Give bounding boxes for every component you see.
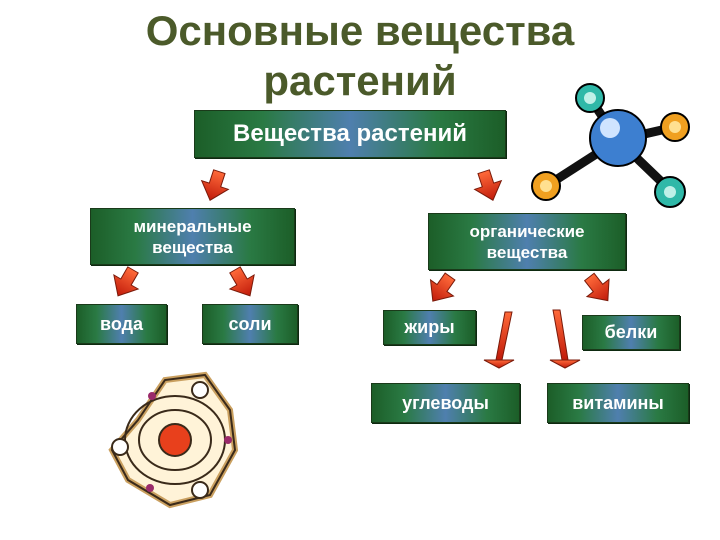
arrow-organic-fats [429, 272, 456, 302]
root-label: Вещества растений [233, 120, 467, 147]
arrow-organic-vitamins [549, 309, 581, 369]
arrow-root-organic [473, 169, 503, 201]
arrow-organic-proteins [583, 272, 610, 302]
water-box: вода [76, 304, 167, 344]
arrow-mineral-water [113, 266, 140, 297]
root-box: Вещества растений [194, 110, 506, 158]
mineral-box: минеральные вещества [90, 208, 295, 265]
arrow-root-mineral [200, 169, 230, 201]
salts-label: соли [228, 313, 272, 334]
title-line-1: Основные вещества [145, 7, 575, 54]
title-line-2: растений [263, 57, 457, 104]
organic-label-line-1: органические [469, 221, 585, 241]
carbs-box: углеводы [371, 383, 520, 423]
mineral-label-line-2: вещества [152, 237, 233, 257]
vitamins-label: витамины [572, 392, 664, 413]
vitamins-box: витамины [547, 383, 689, 423]
arrow-mineral-salts [228, 266, 255, 297]
water-label: вода [99, 313, 144, 334]
mineral-label-line-1: минеральные [133, 216, 252, 236]
proteins-label: белки [604, 322, 658, 342]
fats-box: жиры [383, 310, 476, 345]
organic-box: органические вещества [428, 213, 626, 270]
salts-box: соли [202, 304, 298, 344]
carbs-label: углеводы [402, 392, 489, 413]
page-title: Основные вещества растений [0, 6, 720, 106]
fats-label: жиры [404, 317, 455, 337]
organic-label-line-2: вещества [486, 242, 568, 262]
proteins-box: белки [582, 315, 680, 350]
arrow-organic-carbs [483, 311, 515, 369]
